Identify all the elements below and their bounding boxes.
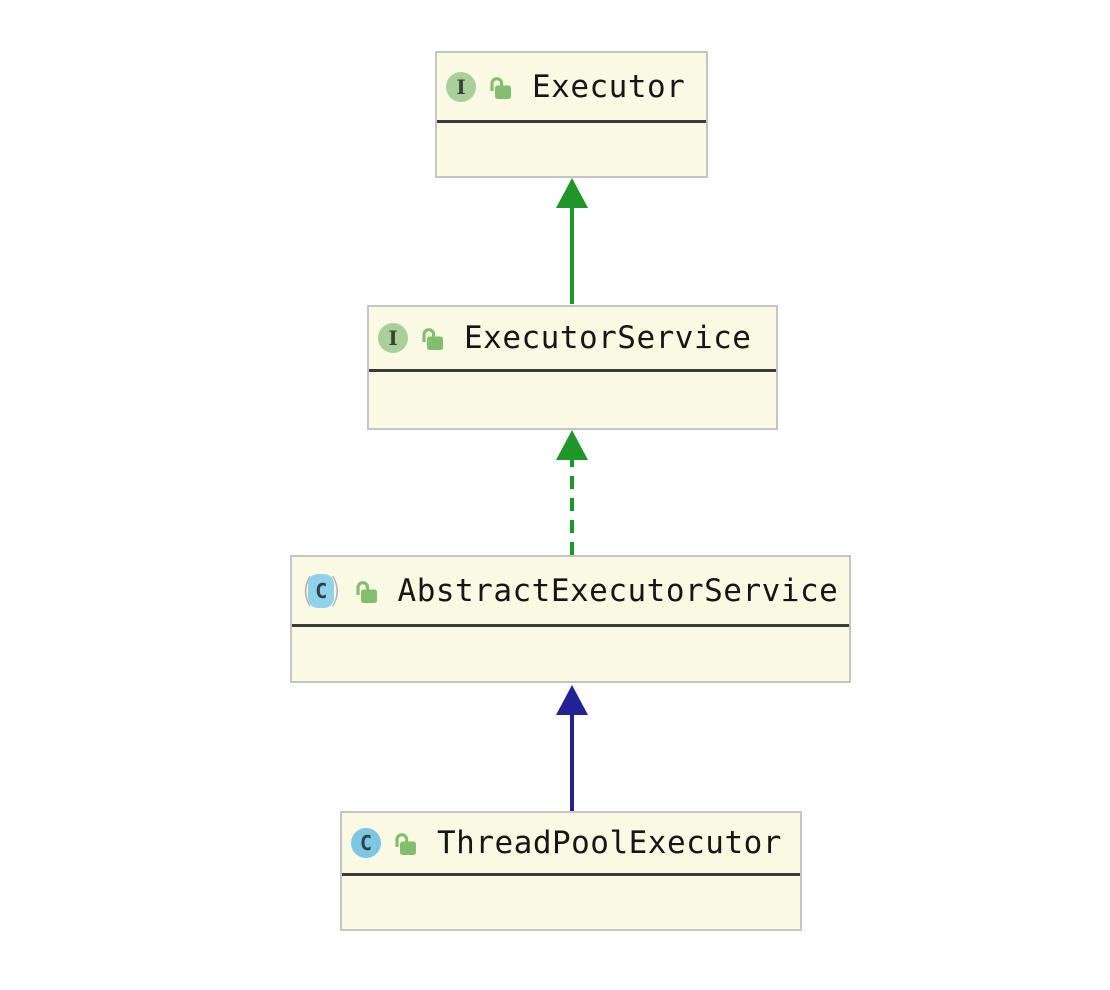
node-header: I ExecutorService <box>369 307 776 369</box>
edge-executorservice-extends-executor <box>556 178 588 304</box>
node-title: ThreadPoolExecutor <box>437 825 782 861</box>
arrowhead-icon <box>556 430 588 460</box>
unlocked-icon <box>422 328 443 350</box>
node-executorservice[interactable]: I ExecutorService <box>367 305 778 430</box>
paren-close: ) <box>328 570 342 611</box>
interface-icon: I <box>446 71 476 102</box>
paren-open: ( <box>301 570 315 611</box>
node-threadpoolexecutor[interactable]: C ThreadPoolExecutor <box>340 811 802 931</box>
node-abstractexecutorservice[interactable]: ( C ) AbstractExecutorService <box>290 555 851 683</box>
arrowhead-icon <box>556 685 588 715</box>
node-title: ExecutorService <box>464 320 752 356</box>
node-executor[interactable]: I Executor <box>435 51 708 178</box>
node-header: ( C ) AbstractExecutorService <box>292 557 849 624</box>
node-header: I Executor <box>437 53 706 120</box>
edge-threadpoolexecutor-extends-abstractexecutorservice <box>556 685 588 811</box>
arrowhead-icon <box>556 178 588 208</box>
unlocked-icon <box>395 833 416 855</box>
abstract-class-icon: ( C ) <box>301 570 342 611</box>
node-body <box>342 873 800 929</box>
edge-abstractexecutorservice-implements-executorservice <box>556 430 588 555</box>
node-header: C ThreadPoolExecutor <box>342 813 800 873</box>
class-badge: C <box>308 573 335 608</box>
unlocked-icon <box>490 76 511 99</box>
node-body <box>369 369 776 428</box>
class-icon: C <box>351 828 381 858</box>
node-body <box>437 120 706 176</box>
unlocked-icon <box>355 580 377 603</box>
interface-icon: I <box>378 323 408 353</box>
node-body <box>292 624 849 681</box>
node-title: Executor <box>532 68 686 105</box>
node-title: AbstractExecutorService <box>397 572 839 609</box>
